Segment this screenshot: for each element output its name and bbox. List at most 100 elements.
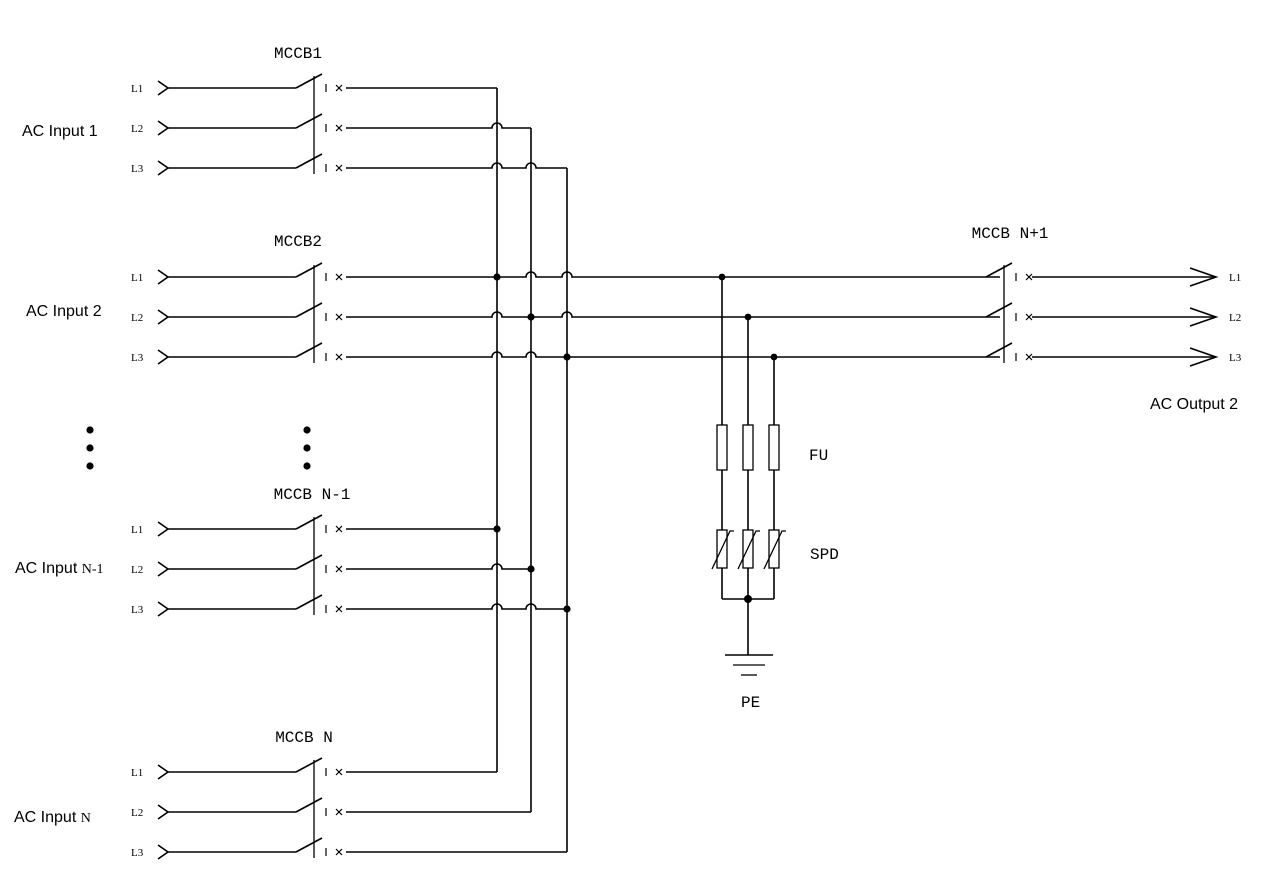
input-arrow-icon bbox=[157, 349, 170, 365]
junction-dot bbox=[493, 525, 501, 533]
breaker-cross-icon bbox=[1025, 353, 1033, 361]
spd-icon bbox=[768, 529, 780, 569]
input-arrow-icon bbox=[157, 804, 170, 820]
ellipsis-dot bbox=[303, 444, 311, 452]
breaker-blade bbox=[295, 837, 323, 853]
input-arrow-icon bbox=[157, 269, 170, 285]
breaker-cross-icon bbox=[335, 605, 343, 613]
input-arrow-icon bbox=[157, 80, 170, 96]
breaker-blade bbox=[295, 342, 323, 358]
breaker-cross-icon bbox=[335, 525, 343, 533]
spd-icon bbox=[716, 529, 728, 569]
input-arrow-icon bbox=[157, 561, 170, 577]
phase-label: L2 bbox=[131, 312, 143, 324]
spd-diagonal bbox=[737, 530, 760, 570]
breaker-blade bbox=[295, 594, 323, 610]
breaker-blade bbox=[295, 262, 323, 278]
phase-label: L1 bbox=[131, 767, 143, 779]
breaker-cross-icon bbox=[335, 353, 343, 361]
breaker-cross-icon bbox=[335, 164, 343, 172]
junction-dot bbox=[563, 353, 571, 361]
phase-label: L2 bbox=[131, 807, 143, 819]
input-arrow-icon bbox=[157, 120, 170, 136]
phase-label: L3 bbox=[131, 604, 144, 616]
spd-label: SPD bbox=[810, 546, 839, 564]
output-arrow-icon bbox=[1189, 267, 1219, 287]
breaker-blade bbox=[295, 757, 323, 773]
input-arrow-icon bbox=[157, 521, 170, 537]
junction-dot bbox=[527, 565, 535, 573]
breaker-blade bbox=[295, 73, 323, 89]
input-label-n: AC Input N bbox=[14, 809, 91, 826]
breaker-blade bbox=[985, 262, 1013, 278]
ellipsis-dot bbox=[303, 462, 311, 470]
input-label-1: AC Input 1 bbox=[22, 123, 98, 140]
fuse-icon bbox=[742, 424, 754, 471]
breaker-label-mccb-n: MCCB N bbox=[275, 729, 333, 747]
main-l2 bbox=[346, 311, 1000, 318]
phase-label: L3 bbox=[1229, 352, 1242, 364]
phase-label: L1 bbox=[131, 272, 143, 284]
breaker-cross-icon bbox=[335, 808, 343, 816]
junction-dot bbox=[493, 273, 501, 281]
spd-diagonal bbox=[711, 530, 734, 570]
breaker-blade bbox=[295, 113, 323, 129]
breaker-label-mccb-n-plus-1: MCCB N+1 bbox=[972, 225, 1049, 243]
breaker-cross-icon bbox=[335, 565, 343, 573]
breaker-label-mccb-n-1: MCCB N-1 bbox=[274, 486, 351, 504]
fuse-icon bbox=[768, 424, 780, 471]
junction-dot bbox=[770, 353, 778, 361]
input-label-2: AC Input 2 bbox=[26, 303, 102, 320]
ellipsis-dot bbox=[86, 426, 94, 434]
phase-label: L2 bbox=[1229, 312, 1241, 324]
phase-label: L1 bbox=[131, 524, 143, 536]
breaker-cross-icon bbox=[335, 848, 343, 856]
junction-dot bbox=[527, 313, 535, 321]
breaker-blade bbox=[295, 302, 323, 318]
breaker-blade bbox=[295, 153, 323, 169]
input-arrow-icon bbox=[157, 601, 170, 617]
symbols bbox=[86, 73, 1219, 860]
junction-dot bbox=[744, 313, 752, 321]
mccbn1-l3-out bbox=[346, 603, 567, 610]
main-l1 bbox=[346, 271, 1000, 278]
input-arrow-icon bbox=[157, 160, 170, 176]
breaker-cross-icon bbox=[335, 124, 343, 132]
input-label-n-1: AC Input N-1 bbox=[15, 560, 103, 577]
phase-label: L3 bbox=[131, 163, 144, 175]
fuse-icon bbox=[716, 424, 728, 471]
labels: MCCB1 MCCB2 MCCB N-1 MCCB N MCCB N+1 AC … bbox=[14, 45, 1238, 826]
junction-dot bbox=[718, 273, 726, 281]
ellipsis-dot bbox=[86, 444, 94, 452]
phase-label: L2 bbox=[131, 123, 143, 135]
fuse-label: FU bbox=[809, 447, 828, 465]
ellipsis-dot bbox=[86, 462, 94, 470]
spd-icon bbox=[742, 529, 754, 569]
output-arrow-icon bbox=[1189, 307, 1219, 327]
output-label: AC Output 2 bbox=[1150, 396, 1238, 413]
breaker-label-mccb2: MCCB2 bbox=[274, 233, 322, 251]
mccbn1-l2-out bbox=[346, 563, 531, 570]
breaker-cross-icon bbox=[335, 84, 343, 92]
breaker-cross-icon bbox=[1025, 273, 1033, 281]
breaker-label-mccb1: MCCB1 bbox=[274, 45, 322, 63]
phase-label: L3 bbox=[131, 847, 144, 859]
phase-label: L1 bbox=[1229, 272, 1241, 284]
breaker-blade bbox=[295, 514, 323, 530]
mccb1-l2-out bbox=[346, 122, 531, 129]
breaker-blade bbox=[985, 342, 1013, 358]
junction-dot bbox=[563, 605, 571, 613]
phase-label: L1 bbox=[131, 83, 143, 95]
input-arrow-icon bbox=[157, 764, 170, 780]
phase-label: L3 bbox=[131, 352, 144, 364]
junction-dot bbox=[744, 595, 752, 603]
ground-label: PE bbox=[741, 694, 760, 712]
breaker-blade bbox=[985, 302, 1013, 318]
ellipsis-dot bbox=[303, 426, 311, 434]
mccb1-l3-out bbox=[346, 162, 567, 169]
breaker-blade bbox=[295, 554, 323, 570]
output-arrow-icon bbox=[1189, 347, 1219, 367]
phase-label: L2 bbox=[131, 564, 143, 576]
breaker-cross-icon bbox=[1025, 313, 1033, 321]
